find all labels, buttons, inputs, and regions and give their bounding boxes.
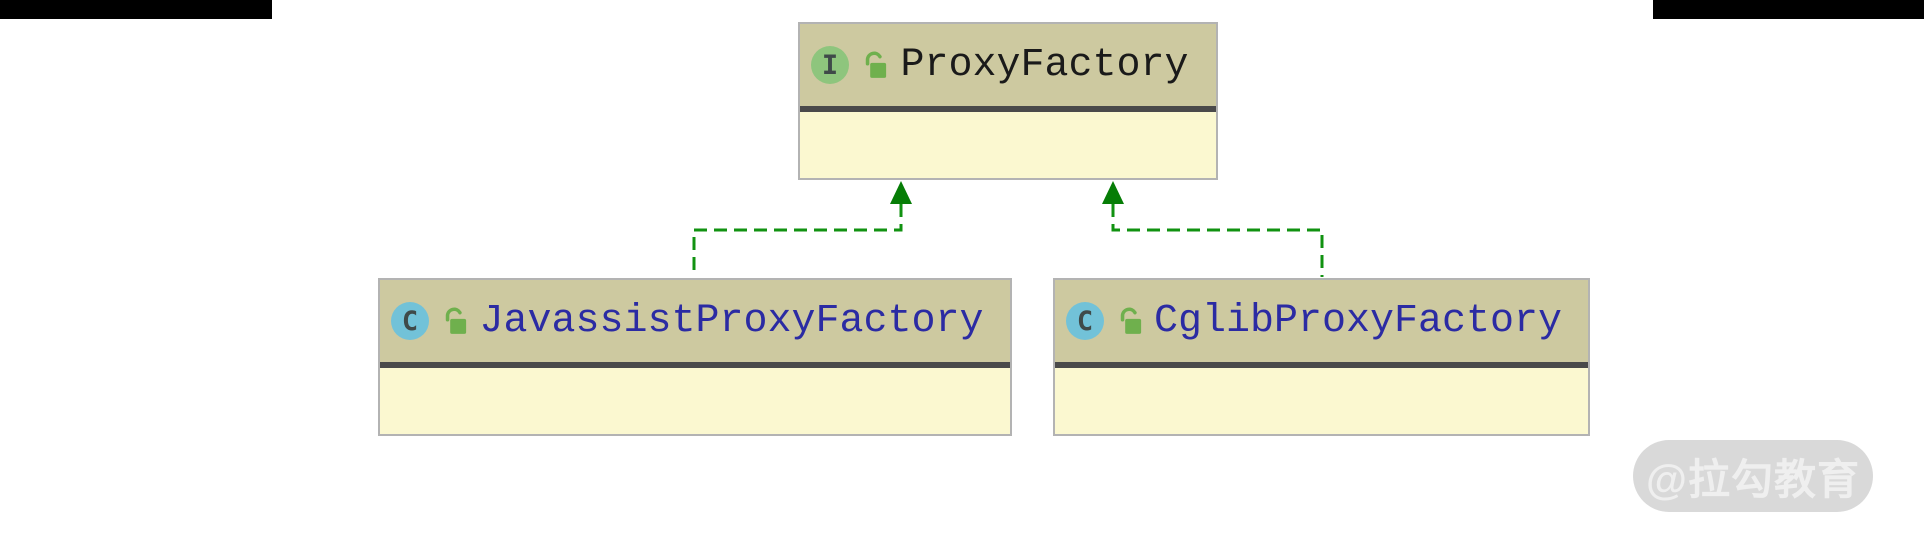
top-left-black-bar — [0, 0, 272, 19]
node-header: I ProxyFactory — [800, 24, 1216, 106]
realization-edge-cglib-to-proxyfactory[interactable] — [1102, 181, 1324, 277]
node-members-body — [1055, 368, 1588, 434]
class-icon: C — [391, 302, 429, 340]
node-header: C JavassistProxyFactory — [380, 280, 1010, 362]
node-title: ProxyFactory — [900, 42, 1189, 88]
unlocked-public-icon — [1119, 306, 1142, 337]
unlocked-public-icon — [444, 306, 467, 337]
header-separator — [380, 362, 1010, 368]
header-separator — [800, 106, 1216, 112]
watermark-badge: @拉勾教育 — [1633, 440, 1873, 512]
node-members-body — [380, 368, 1010, 434]
realization-edge-javassist-to-proxyfactory[interactable] — [692, 181, 912, 277]
node-title: JavassistProxyFactory — [479, 298, 984, 344]
class-icon: C — [1066, 302, 1104, 340]
uml-node-javassistproxyfactory[interactable]: C JavassistProxyFactory — [378, 278, 1012, 436]
unlocked-public-icon — [864, 50, 887, 81]
node-members-body — [800, 112, 1216, 178]
node-title: CglibProxyFactory — [1153, 298, 1563, 344]
top-right-black-bar — [1653, 0, 1924, 19]
uml-node-cglibproxyfactory[interactable]: C CglibProxyFactory — [1053, 278, 1590, 436]
header-separator — [1055, 362, 1588, 368]
uml-node-proxyfactory[interactable]: I ProxyFactory — [798, 22, 1218, 180]
interface-icon: I — [811, 46, 849, 84]
realization-arrowhead-icon — [890, 181, 912, 204]
realization-arrowhead-icon — [1102, 181, 1124, 204]
node-header: C CglibProxyFactory — [1055, 280, 1588, 362]
